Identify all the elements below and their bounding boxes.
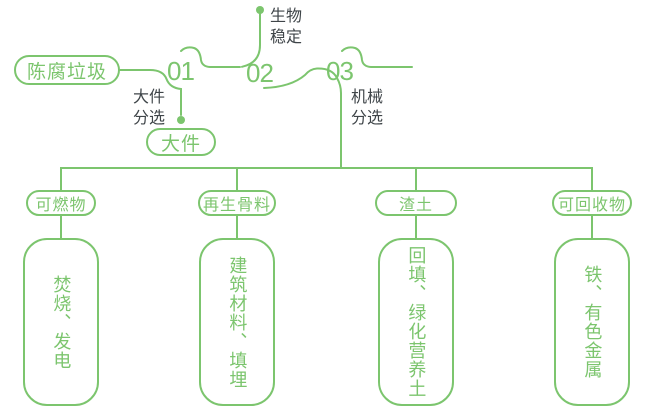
- source-node: 陈腐垃圾: [14, 55, 120, 85]
- bulky-output-node: 大件: [146, 128, 216, 156]
- detail-box-recyclables: 铁、有色金属: [554, 238, 630, 406]
- label-mechanical-sorting: 机械 分选: [351, 87, 383, 129]
- category-combustibles: 可燃物: [26, 190, 96, 216]
- detail-box-recycled-aggregate: 建筑材料、填埋: [199, 238, 275, 406]
- label-line: 生物: [270, 8, 303, 25]
- detail-text: 焚烧、发电: [51, 274, 72, 370]
- step-number-02: 02: [246, 58, 274, 88]
- label-line: 分选: [133, 110, 166, 127]
- label-line: 稳定: [270, 29, 303, 46]
- category-recycled-aggregate: 再生骨料: [198, 190, 276, 216]
- line-step2-to-branch: [263, 67, 342, 169]
- category-slag-soil: 渣土: [375, 190, 457, 216]
- detail-text: 建筑材料、填埋: [227, 255, 248, 389]
- detail-box-slag-soil: 回填、绿化营养土: [378, 238, 454, 406]
- dot-bulky-sorting: [177, 116, 185, 124]
- label-line: 大件: [133, 89, 166, 106]
- line-bio-feeder: [241, 13, 261, 68]
- label-bio-stabilize: 生物 稳定: [270, 6, 302, 48]
- line-source-to-step1: [119, 69, 182, 116]
- dot-bio-stabilize: [256, 6, 264, 14]
- step-number-01: 01: [167, 56, 195, 86]
- label-line: 机械: [351, 89, 384, 106]
- detail-text: 回填、绿化营养土: [406, 246, 427, 398]
- label-line: 分选: [351, 110, 384, 127]
- detail-text: 铁、有色金属: [582, 265, 603, 379]
- category-recyclables: 可回收物: [552, 190, 632, 216]
- branch-rail: [60, 167, 593, 191]
- arc-step3: [341, 46, 413, 68]
- step-number-03: 03: [326, 56, 354, 86]
- detail-box-combustibles: 焚烧、发电: [23, 238, 99, 406]
- arc-step1: [180, 46, 241, 68]
- label-bulky-sorting: 大件 分选: [133, 87, 165, 129]
